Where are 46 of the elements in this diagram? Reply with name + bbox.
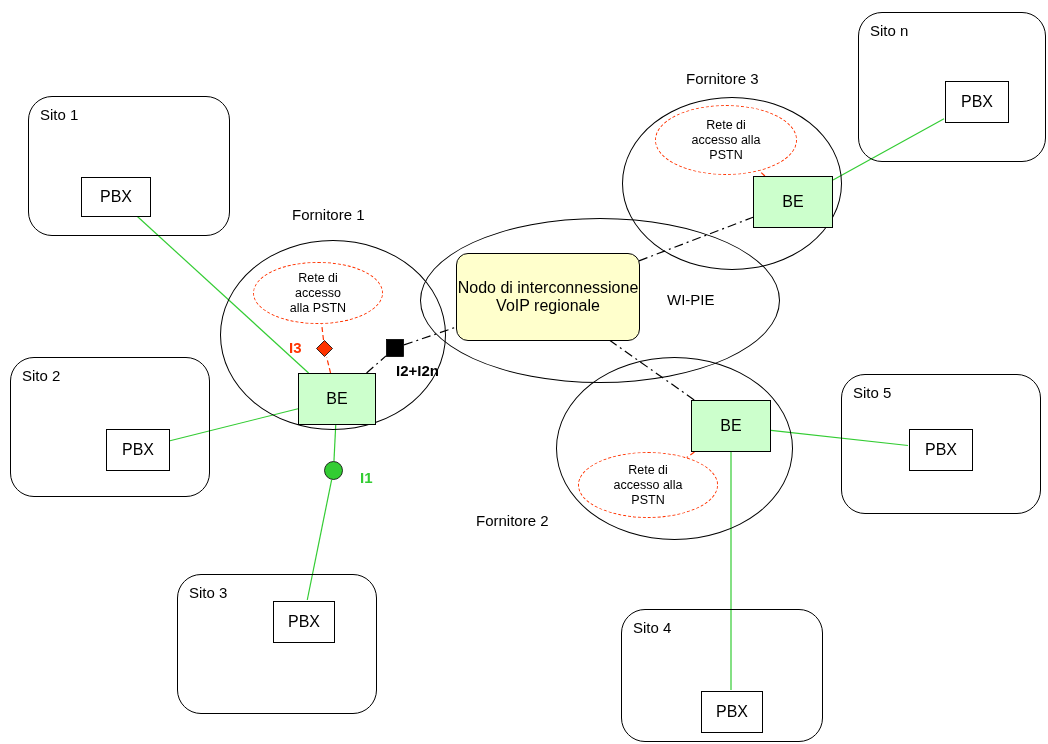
- pbx-box: PBX: [81, 177, 151, 217]
- interface-label: I3: [289, 339, 302, 356]
- connector-line: [326, 356, 332, 374]
- site-box: [177, 574, 377, 714]
- pbx-box: PBX: [909, 429, 973, 471]
- network-label: WI-PIE: [667, 291, 715, 308]
- border-element-box: BE: [298, 373, 376, 425]
- interface-diamond-icon: [316, 340, 333, 357]
- site-box: [28, 96, 230, 236]
- site-label: Sito 3: [189, 584, 228, 601]
- provider-label: Fornitore 3: [686, 70, 759, 87]
- connector-line: [306, 479, 333, 601]
- site-label: Sito 1: [40, 106, 79, 123]
- connector-line: [365, 355, 387, 374]
- site-box: [10, 357, 210, 497]
- site-box: [858, 12, 1046, 162]
- interconnection-node-box: Nodo di interconnessione VoIP regionale: [456, 253, 640, 341]
- site-label: Sito n: [870, 22, 909, 39]
- site-box: [621, 609, 823, 742]
- border-element-box: BE: [753, 176, 833, 228]
- site-label: Sito 4: [633, 619, 672, 636]
- pbx-box: PBX: [106, 429, 170, 471]
- site-box: [841, 374, 1041, 514]
- connector-line: [403, 326, 456, 346]
- border-element-box: BE: [691, 400, 771, 452]
- provider-label: Fornitore 2: [476, 512, 549, 529]
- connector-line: [730, 451, 732, 691]
- interface-box-icon: [386, 339, 404, 357]
- connector-line: [770, 429, 909, 447]
- provider-label: Fornitore 1: [292, 206, 365, 223]
- site-label: Sito 5: [853, 384, 892, 401]
- interface-label: I1: [360, 469, 373, 486]
- site-label: Sito 2: [22, 367, 61, 384]
- connector-line: [608, 339, 695, 401]
- connector-line: [638, 216, 754, 262]
- connector-line: [758, 170, 766, 177]
- pbx-box: PBX: [945, 81, 1009, 123]
- connector-line: [136, 215, 310, 374]
- connector-line: [333, 424, 337, 462]
- connector-line: [832, 118, 945, 181]
- pbx-box: PBX: [273, 601, 335, 643]
- pbx-box: PBX: [701, 691, 763, 733]
- interface-label: I2+I2n: [396, 362, 439, 379]
- connector-line: [686, 451, 695, 459]
- interface-circle-icon: [324, 461, 343, 480]
- connector-line: [168, 408, 299, 442]
